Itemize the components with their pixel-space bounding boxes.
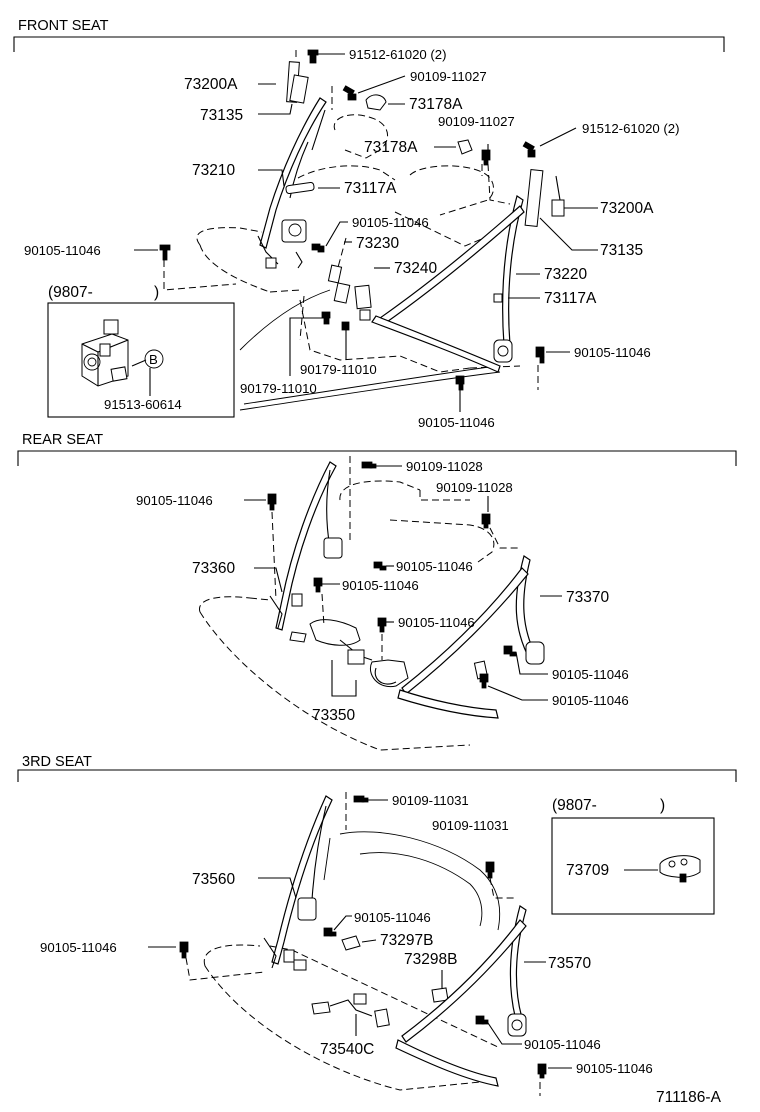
- front-inset-box: [47, 302, 235, 418]
- label-rear-90109-11028-b: 90109-11028: [436, 480, 513, 495]
- label-91512-61020-right: 91512-61020 (2): [582, 121, 680, 136]
- label-73709: 73709: [566, 862, 609, 879]
- front-inset-date: (9807-: [48, 284, 93, 301]
- front-seat-labels: 91512-61020 (2) 73200A 90109-11027 73135…: [24, 47, 680, 430]
- label-90105-11046-c: 90105-11046: [574, 345, 651, 360]
- label-73178a-top: 73178A: [409, 96, 463, 113]
- front-seat-title: FRONT SEAT: [18, 18, 109, 34]
- label-rear-90105-11046-d: 90105-11046: [398, 615, 475, 630]
- third-inset-close: ): [660, 797, 665, 814]
- third-inset-box: [551, 817, 715, 915]
- third-seat-drawing: [148, 792, 572, 1096]
- rear-seat-labels: 90109-11028 90105-11046 90109-11028 9010…: [136, 459, 629, 724]
- label-rear-90105-11046-c: 90105-11046: [342, 578, 419, 593]
- label-73540c: 73540C: [320, 1041, 374, 1058]
- label-third-90105-11046-a: 90105-11046: [354, 910, 431, 925]
- label-90105-11046-d: 90105-11046: [418, 415, 495, 430]
- label-third-90105-11046-c: 90105-11046: [524, 1037, 601, 1052]
- third-inset-date: (9807-: [552, 797, 597, 814]
- label-73178a-mid: 73178A: [364, 139, 418, 156]
- callout-letter: B: [149, 352, 158, 367]
- front-inset-close: ): [154, 284, 159, 301]
- label-73200a-right: 73200A: [600, 200, 654, 217]
- label-73135-left: 73135: [200, 107, 243, 124]
- label-73230: 73230: [356, 235, 399, 252]
- label-rear-90105-11046-a: 90105-11046: [136, 493, 213, 508]
- rear-seat-title: REAR SEAT: [22, 432, 103, 448]
- guide-drawing: [659, 855, 701, 878]
- label-rear-90105-11046-b: 90105-11046: [396, 559, 473, 574]
- label-73240: 73240: [394, 260, 437, 277]
- label-73360: 73360: [192, 560, 235, 577]
- third-seat-header: 3RD SEAT: [17, 754, 737, 782]
- figure-code: 711186-A: [656, 1089, 722, 1106]
- label-rear-90105-11046-e: 90105-11046: [552, 667, 629, 682]
- label-third-90109-11031-a: 90109-11031: [392, 793, 469, 808]
- label-third-90105-11046-d: 90105-11046: [576, 1061, 653, 1076]
- label-rear-90109-11028-a: 90109-11028: [406, 459, 483, 474]
- third-seat-title: 3RD SEAT: [22, 754, 92, 770]
- label-91513-60614: 91513-60614: [104, 397, 182, 412]
- label-90109-11027-right: 90109-11027: [438, 114, 515, 129]
- label-73135-right: 73135: [600, 242, 643, 259]
- callout-circle: [144, 349, 164, 369]
- rear-seat-header: REAR SEAT: [17, 432, 737, 466]
- front-seat-drawing: [134, 49, 598, 412]
- label-90179-11010-a: 90179-11010: [300, 362, 377, 377]
- label-rear-90105-11046-f: 90105-11046: [552, 693, 629, 708]
- label-91512-61020-left: 91512-61020 (2): [349, 47, 447, 62]
- label-90179-11010-b: 90179-11010: [240, 381, 317, 396]
- label-third-90109-11031-b: 90109-11031: [432, 818, 509, 833]
- label-73210: 73210: [192, 162, 235, 179]
- label-90109-11027-top: 90109-11027: [410, 69, 487, 84]
- label-73370: 73370: [566, 589, 609, 606]
- label-90105-11046-b: 90105-11046: [352, 215, 429, 230]
- label-73220: 73220: [544, 266, 587, 283]
- label-73350: 73350: [312, 707, 355, 724]
- label-73117a-right: 73117A: [544, 290, 597, 307]
- label-73298b: 73298B: [404, 951, 457, 968]
- label-third-90105-11046-b: 90105-11046: [40, 940, 117, 955]
- label-73200a-left: 73200A: [184, 76, 238, 93]
- label-73117a-left: 73117A: [344, 180, 397, 197]
- front-inset: (9807- ) B 91513-60614: [47, 284, 235, 418]
- rear-seat-drawing: [199, 456, 562, 751]
- label-73297b: 73297B: [380, 932, 433, 949]
- label-90105-11046-a: 90105-11046: [24, 243, 101, 258]
- third-seat-labels: 90109-11031 90109-11031 73560 90105-1104…: [40, 793, 653, 1076]
- front-seat-header: FRONT SEAT: [13, 18, 725, 52]
- label-73570: 73570: [548, 955, 591, 972]
- label-73560: 73560: [192, 871, 235, 888]
- third-inset: (9807- ) 73709: [551, 797, 715, 915]
